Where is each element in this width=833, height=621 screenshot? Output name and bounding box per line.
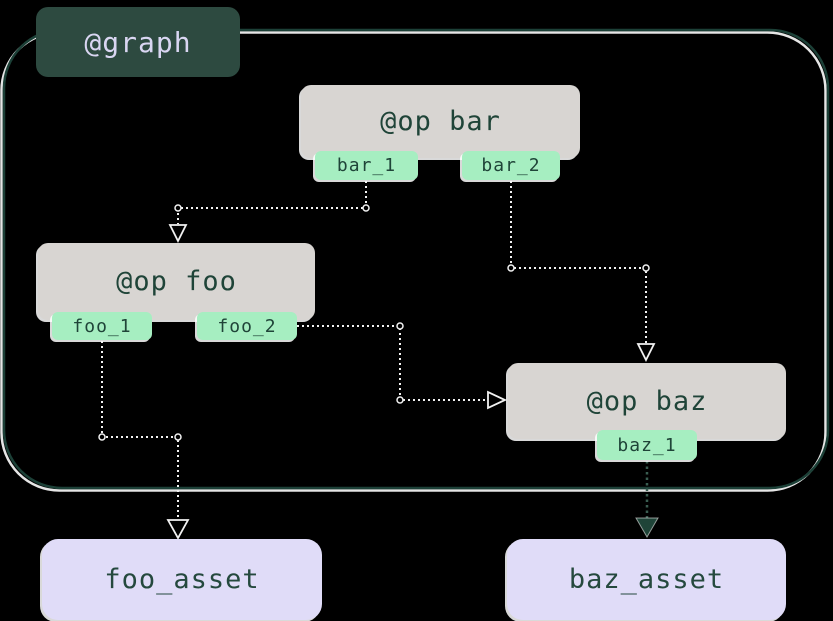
output-tag-foo-1[interactable]: foo_1 <box>52 312 152 340</box>
graph-container-border <box>0 28 830 492</box>
asset-node-foo-asset[interactable]: foo_asset <box>42 539 322 620</box>
output-tag-foo-2-label: foo_2 <box>217 315 277 337</box>
op-baz-label: @op baz <box>586 385 708 417</box>
edge-bar1-to-foo <box>168 181 370 244</box>
graph-node-label[interactable]: @graph <box>36 7 240 77</box>
output-tag-baz-1[interactable]: baz_1 <box>597 430 697 460</box>
arrowhead-baz-left <box>487 390 508 410</box>
op-bar-label: @op bar <box>380 106 501 137</box>
asset-node-baz-asset[interactable]: baz_asset <box>507 539 786 620</box>
graph-node-label-text: @graph <box>84 25 192 59</box>
arrowhead-baz-top <box>636 343 656 363</box>
edge-bar2-to-baz <box>507 181 656 363</box>
output-tag-bar-2-label: bar_2 <box>481 155 541 176</box>
arrowhead-foo-top <box>168 224 188 244</box>
output-tag-bar-2[interactable]: bar_2 <box>462 151 560 180</box>
output-tag-foo-2[interactable]: foo_2 <box>197 312 297 340</box>
op-node-bar[interactable]: @op bar <box>301 85 580 158</box>
asset-foo-label: foo_asset <box>104 564 260 595</box>
arrowhead-baz-asset-top <box>635 517 659 538</box>
output-tag-baz-1-label: baz_1 <box>617 434 677 456</box>
op-node-baz[interactable]: @op baz <box>508 363 786 439</box>
output-tag-foo-1-label: foo_1 <box>72 315 132 337</box>
edge-baz1-to-baz-asset <box>635 461 659 538</box>
op-node-foo[interactable]: @op foo <box>38 243 315 320</box>
asset-baz-label: baz_asset <box>568 564 725 595</box>
op-foo-label: @op foo <box>116 266 237 297</box>
output-tag-bar-1[interactable]: bar_1 <box>315 151 418 180</box>
edge-foo1-to-foo-asset <box>98 341 190 540</box>
output-tag-bar-1-label: bar_1 <box>336 155 397 176</box>
edge-foo2-to-baz <box>297 322 508 410</box>
arrowhead-foo-asset-top <box>166 519 190 540</box>
